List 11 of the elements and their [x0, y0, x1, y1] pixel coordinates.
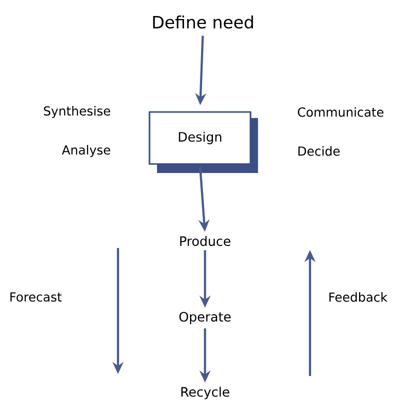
side-label: Forecast — [10, 292, 62, 302]
side-label: Analyse — [62, 144, 110, 158]
stage-text: Recycle — [181, 386, 230, 400]
side-label: Feedback — [329, 292, 388, 302]
side-label: Communicate — [298, 107, 384, 117]
title-text: Define need — [153, 15, 253, 29]
side-label: Decide — [298, 146, 340, 156]
side-label: Synthesise — [44, 106, 110, 118]
stage-text: Operate — [179, 312, 231, 324]
stage-text: Produce — [180, 236, 230, 246]
shadowed-box: Design — [148, 111, 258, 173]
